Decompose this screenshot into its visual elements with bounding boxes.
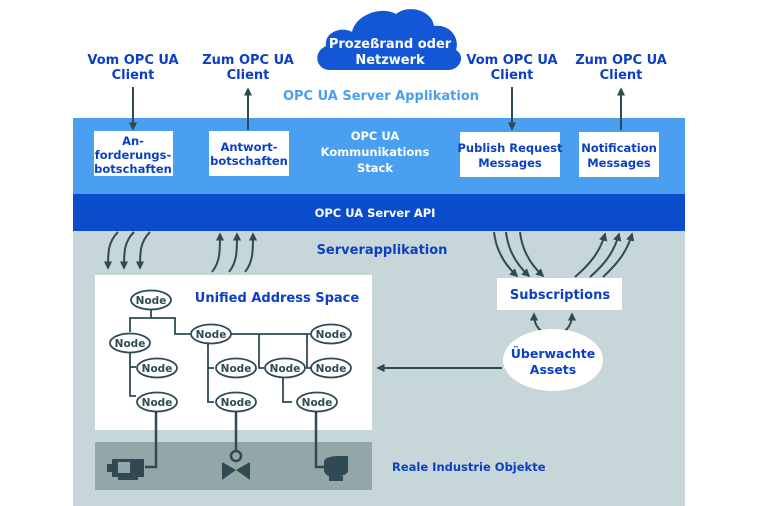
node-ellipse: [190, 323, 232, 345]
svg-text:botschaften: botschaften: [210, 154, 288, 168]
notification-messages-box: Notification Messages: [579, 132, 659, 177]
svg-text:Messages: Messages: [587, 156, 651, 170]
server-app-title: OPC UA Server Applikation: [283, 89, 479, 104]
server-api-label: OPC UA Server API: [315, 206, 436, 220]
node-label: Node: [142, 397, 173, 409]
svg-text:botschaften: botschaften: [94, 162, 172, 176]
arrows-to-subscriptions: [493, 231, 545, 278]
node-to-object-lines: [145, 411, 325, 469]
server-api-band: [73, 194, 685, 231]
node-label: Node: [196, 329, 227, 341]
node-label: Node: [270, 363, 301, 375]
cloud-label-line1: Prozeßrand oder: [329, 37, 452, 52]
publish-request-box: Publish Request Messages: [458, 132, 563, 177]
cloud-label-line2: Netzwerk: [355, 53, 425, 68]
node-label: Node: [115, 338, 146, 350]
monitored-assets-line1: Überwachte: [511, 346, 596, 361]
node-ellipse: [215, 357, 257, 379]
node-label: Node: [221, 363, 252, 375]
node-label: Node: [302, 397, 333, 409]
svg-text:Messages: Messages: [478, 156, 542, 170]
svg-text:Notification: Notification: [581, 141, 657, 155]
client-label-out-1: Zum OPC UA Client: [202, 53, 294, 83]
node-label: Node: [316, 329, 347, 341]
address-space-title: Unified Address Space: [195, 291, 360, 306]
motor-icon: [107, 459, 144, 480]
node: Node: [296, 391, 338, 413]
node-tree: NodeNodeNodeNodeNodeNodeNodeNodeNodeNode…: [109, 289, 352, 413]
svg-text:Stack: Stack: [357, 161, 393, 175]
node: Node: [264, 357, 306, 379]
node: Node: [310, 357, 352, 379]
node-label: Node: [136, 295, 167, 307]
svg-text:Publish Request: Publish Request: [458, 141, 563, 155]
node: Node: [310, 323, 352, 345]
svg-text:Antwort-: Antwort-: [220, 140, 277, 154]
subscriptions-box: [497, 278, 622, 310]
node-ellipse: [109, 332, 151, 354]
monitored-assets-line2: Assets: [530, 362, 576, 377]
subscriptions-label: Subscriptions: [510, 288, 610, 303]
arrows-to-address-space: [103, 231, 151, 270]
svg-text:Kommunikations: Kommunikations: [321, 145, 430, 159]
node-tree-connectors: [129, 308, 312, 403]
communication-stack-label: OPC UA Kommunikations Stack: [321, 129, 430, 175]
node-label: Node: [316, 363, 347, 375]
valve-icon: [222, 449, 250, 480]
arrows-from-address-space: [211, 232, 258, 273]
svg-text:Client: Client: [227, 68, 270, 83]
response-messages-box: Antwort- botschaften: [209, 131, 289, 176]
pump-icon: [324, 456, 348, 481]
node: Node: [130, 289, 172, 311]
svg-text:Zum OPC UA: Zum OPC UA: [202, 53, 294, 68]
request-messages-box: An- forderungs- botschaften: [94, 131, 173, 176]
node: Node: [136, 391, 178, 413]
node: Node: [215, 391, 257, 413]
client-label-out-2: Zum OPC UA Client: [575, 53, 667, 83]
node: Node: [136, 357, 178, 379]
svg-text:Vom OPC UA: Vom OPC UA: [87, 53, 178, 68]
node-label: Node: [142, 363, 173, 375]
process-edge-cloud: Prozeßrand oder Netzwerk: [317, 9, 462, 70]
svg-text:Zum OPC UA: Zum OPC UA: [575, 53, 667, 68]
node-ellipse: [136, 357, 178, 379]
node: Node: [190, 323, 232, 345]
monitored-assets-ellipse: [503, 329, 603, 391]
node-ellipse: [130, 289, 172, 311]
server-application-label: Serverapplikation: [317, 243, 448, 258]
svg-text:OPC UA: OPC UA: [351, 129, 400, 143]
client-label-in-1: Vom OPC UA Client: [87, 53, 178, 83]
svg-text:Client: Client: [491, 68, 534, 83]
svg-text:An-: An-: [122, 134, 144, 148]
svg-text:Client: Client: [112, 68, 155, 83]
svg-text:forderungs-: forderungs-: [95, 148, 172, 162]
client-label-in-2: Vom OPC UA Client: [466, 53, 557, 83]
node: Node: [109, 332, 151, 354]
svg-text:Vom OPC UA: Vom OPC UA: [466, 53, 557, 68]
real-objects-label: Reale Industrie Objekte: [392, 460, 546, 474]
node: Node: [215, 357, 257, 379]
node-ellipse: [310, 357, 352, 379]
node-ellipse: [264, 357, 306, 379]
arrows-from-subscriptions: [574, 232, 635, 278]
node-ellipse: [310, 323, 352, 345]
node-label: Node: [221, 397, 252, 409]
svg-text:Client: Client: [600, 68, 643, 83]
